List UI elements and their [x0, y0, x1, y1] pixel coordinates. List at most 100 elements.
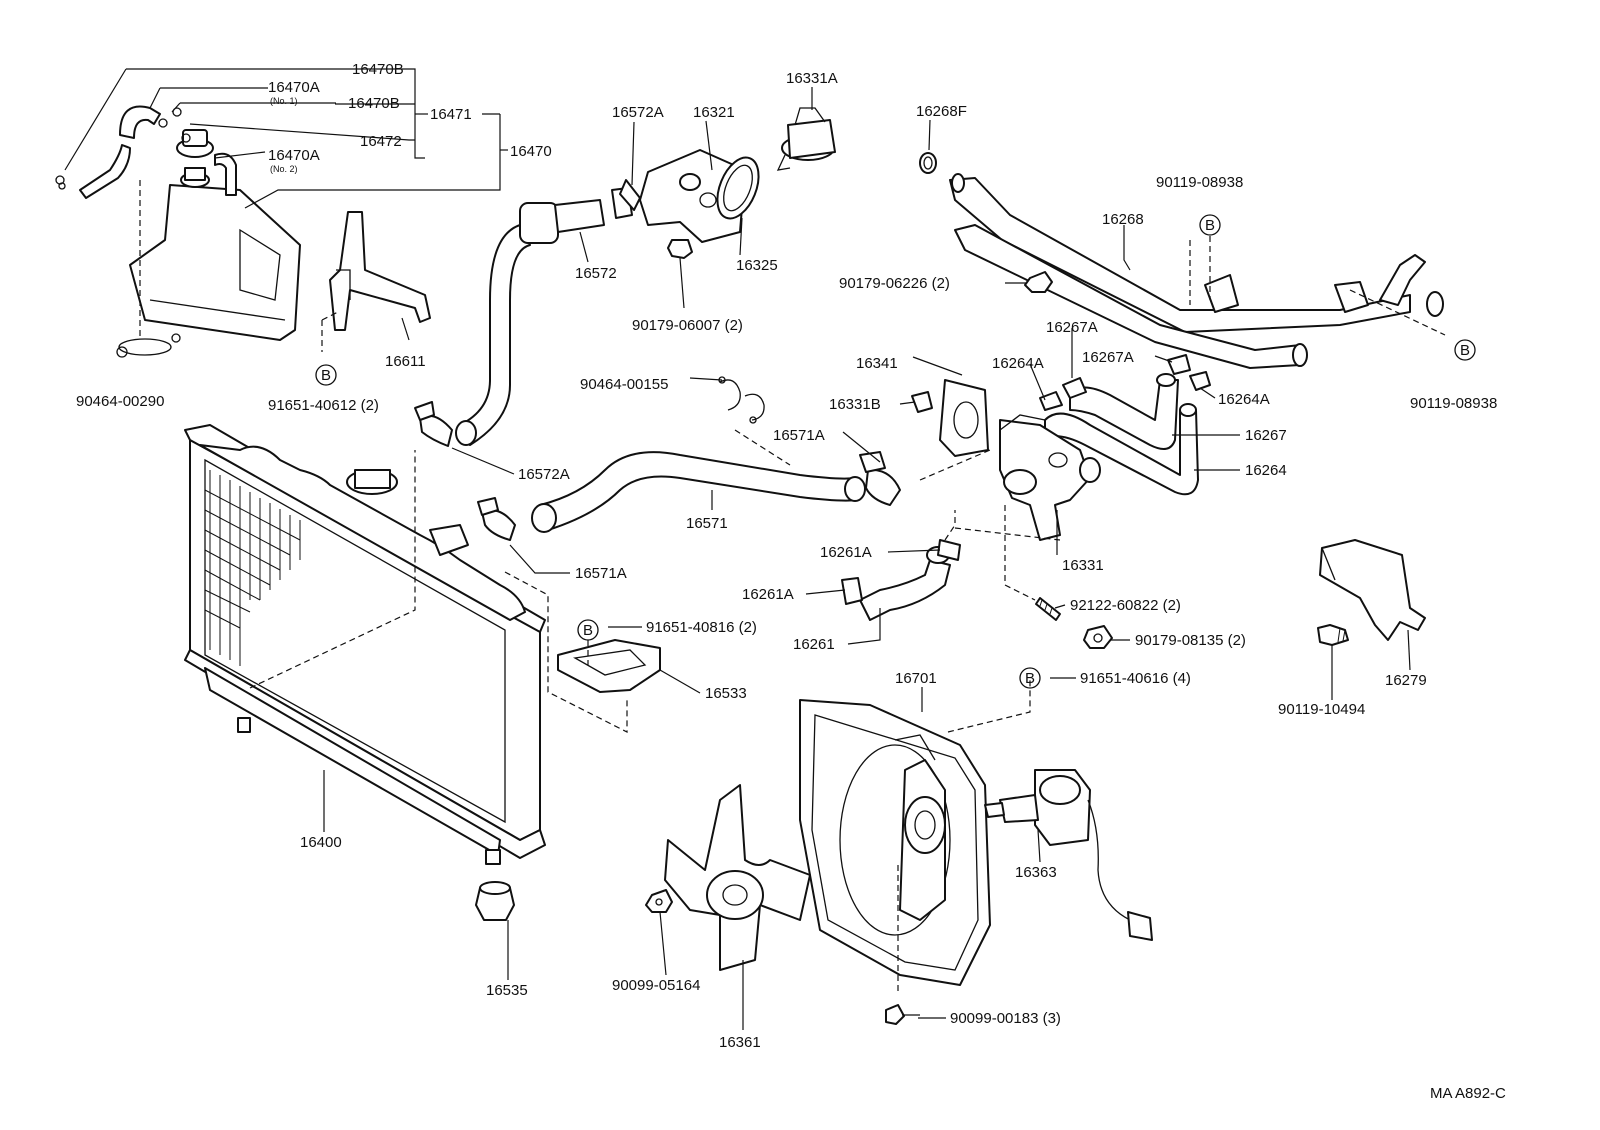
callout-16470A-no1-sub: (No. 1) [270, 96, 298, 106]
callout-90099-00183: 90099-00183 (3) [950, 1010, 1061, 1027]
callout-16572A-top: 16572A [612, 104, 664, 121]
callout-16279: 16279 [1385, 672, 1427, 689]
water-inlet [639, 149, 746, 243]
radiator-upper-bracket [557, 639, 661, 693]
callout-16267A-b: 16267A [1082, 349, 1134, 366]
svg-text:B: B [1025, 670, 1035, 687]
cooling-fan [664, 784, 811, 971]
callout-16341: 16341 [856, 355, 898, 372]
callout-16470A-no1: 16470A [268, 79, 320, 96]
callout-16264A-b: 16264A [1218, 391, 1270, 408]
callout-16261: 16261 [793, 636, 835, 653]
outlet-dash-1 [919, 449, 991, 481]
callout-16533: 16533 [705, 685, 747, 702]
leader-lines [64, 68, 1411, 1030]
callout-16470B-a: 16470B [352, 61, 404, 78]
reservoir-bracket [329, 211, 431, 331]
callout-16264: 16264 [1245, 462, 1287, 479]
svg-text:B: B [1460, 342, 1470, 359]
bolt-90119-10494 [1317, 624, 1349, 646]
callout-16472: 16472 [360, 133, 402, 150]
reference-marker-b-4: B [577, 619, 599, 641]
svg-text:B: B [583, 622, 593, 639]
bypass-bolt-line-right [1349, 289, 1446, 336]
water-outlet [999, 414, 1101, 541]
callout-16331A: 16331A [786, 70, 838, 87]
callout-90099-05164: 90099-05164 [612, 977, 700, 994]
callout-16571A-top: 16571A [773, 427, 825, 444]
protector-16279 [1319, 539, 1426, 641]
bypass-hose-16261 [859, 546, 951, 621]
callout-16331: 16331 [1062, 557, 1104, 574]
callout-91651-40816: 91651-40816 (2) [646, 619, 757, 636]
fan-motor [984, 769, 1153, 941]
callout-90464-00290: 90464-00290 [76, 393, 164, 410]
callout-16363: 16363 [1015, 864, 1057, 881]
shroud-bolt-line [947, 680, 1031, 733]
callout-16571A-mid: 16571A [575, 565, 627, 582]
heater-hose-clamps [1039, 354, 1211, 411]
reference-marker-b-5: B [1019, 667, 1041, 689]
callout-90464-00155: 90464-00155 [580, 376, 668, 393]
radiator-to-bracket-line [249, 450, 416, 689]
reference-marker-b-1: B [1199, 214, 1221, 236]
callout-16264A-a: 16264A [992, 355, 1044, 372]
water-bypass-pipe [949, 173, 1444, 369]
bypass-nut [1024, 271, 1053, 293]
callout-16400: 16400 [300, 834, 342, 851]
reference-marker-b-3: B [315, 364, 337, 386]
hose-clamp-lower [414, 401, 453, 447]
callout-16470A-no2-sub: (No. 2) [270, 164, 298, 174]
outlet-dash-2 [1004, 505, 1036, 601]
callout-16470: 16470 [510, 143, 552, 160]
callout-16261A-b: 16261A [742, 586, 794, 603]
callout-92122-60822: 92122-60822 (2) [1070, 597, 1181, 614]
callout-16471: 16471 [430, 106, 472, 123]
callout-91651-40616: 91651-40616 (4) [1080, 670, 1191, 687]
callout-16611: 16611 [385, 353, 426, 370]
heater-hose-16264 [1044, 403, 1199, 496]
callout-90119-08938-right: 90119-08938 [1410, 395, 1497, 412]
shroud-screw [885, 1004, 920, 1025]
outlet-dash-3 [954, 527, 1061, 541]
callout-labels: 16470B 16470A (No. 1) 16470B 16471 16472… [76, 61, 1497, 1051]
callout-90179-06226: 90179-06226 (2) [839, 275, 950, 292]
callout-16470B-b: 16470B [348, 95, 400, 112]
callout-90179-08135: 90179-08135 (2) [1135, 632, 1246, 649]
callout-16331B: 16331B [829, 396, 881, 413]
bracket-bolt-line [321, 311, 339, 352]
radiator-mount-cushion [475, 881, 515, 921]
reservoir-tank [129, 167, 301, 341]
lower-hose-clamp-left [477, 497, 516, 541]
callout-16268: 16268 [1102, 211, 1144, 228]
heater-hose-16267 [1069, 373, 1179, 450]
overflow-hose-no1 [79, 105, 161, 199]
callout-16261A-a: 16261A [820, 544, 872, 561]
bypass-hose-dash [944, 510, 956, 541]
drawing-code: MA A892-C [1430, 1085, 1506, 1102]
callout-16321: 16321 [693, 104, 735, 121]
radiator-core-fins [204, 470, 301, 666]
reservoir-cap [176, 129, 214, 158]
inlet-gasket [716, 156, 760, 220]
hose-clamp-upper [611, 179, 641, 219]
svg-text:B: B [321, 367, 331, 384]
inlet-nut [667, 239, 693, 259]
water-outlet-gasket [939, 379, 989, 457]
clip-dash-line [734, 429, 791, 466]
outlet-nut [1083, 625, 1113, 649]
callout-16572: 16572 [575, 265, 617, 282]
callout-16325: 16325 [736, 257, 778, 274]
upper-radiator-hose [455, 199, 605, 446]
callout-16268F: 16268F [916, 103, 967, 120]
reservoir-band [116, 333, 181, 358]
outlet-stud [1035, 597, 1061, 621]
callout-16267: 16267 [1245, 427, 1287, 444]
hose-clip-90464-00155 [718, 376, 765, 424]
callout-16571: 16571 [686, 515, 728, 532]
callout-16535: 16535 [486, 982, 528, 999]
callout-91651-40612: 91651-40612 (2) [268, 397, 379, 414]
lower-radiator-hose [531, 451, 866, 533]
callout-16267A-a: 16267A [1046, 319, 1098, 336]
